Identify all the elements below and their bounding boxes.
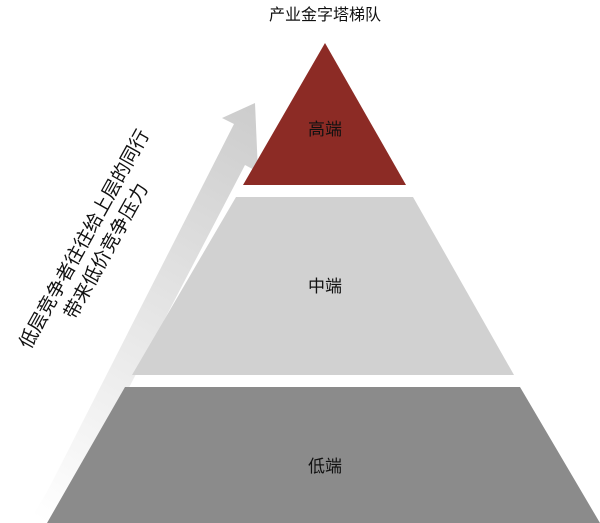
arrow-text-line1: 低层竞争者往往给上层的同行 bbox=[15, 126, 154, 353]
diagram-title: 产业金字塔梯队 bbox=[269, 5, 381, 24]
tier-high-label: 高端 bbox=[308, 120, 342, 140]
tier-low bbox=[47, 387, 600, 523]
tier-high bbox=[243, 43, 406, 185]
tier-mid-label: 中端 bbox=[308, 277, 342, 297]
tier-mid bbox=[132, 197, 514, 375]
tier-low-label: 低端 bbox=[308, 457, 342, 477]
upward-arrow bbox=[30, 103, 258, 520]
